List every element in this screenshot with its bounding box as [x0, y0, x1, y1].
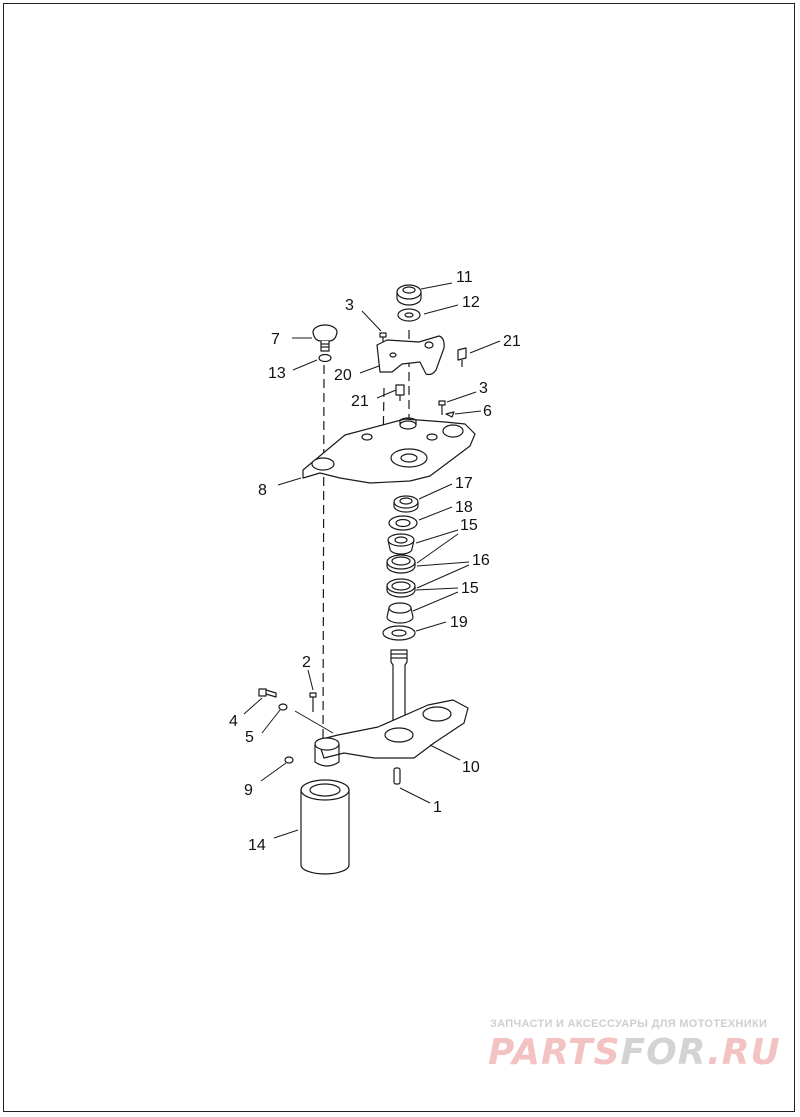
part-11-nut — [396, 284, 422, 306]
callout-19: 19 — [450, 614, 468, 631]
callout-1: 1 — [433, 799, 442, 816]
part-20-bracket — [376, 335, 445, 376]
part-17-nut — [393, 495, 419, 513]
callout-4: 4 — [229, 713, 238, 730]
part-2-screw — [309, 692, 317, 712]
callout-11: 11 — [456, 269, 473, 286]
part-7-knob — [312, 324, 338, 352]
leader-lines — [243, 282, 501, 839]
callout-21-lower: 21 — [351, 393, 369, 410]
watermark-logo-for: FOR — [620, 1032, 708, 1073]
callout-6: 6 — [483, 403, 492, 420]
watermark-logo: PARTSFOR.RU — [488, 1032, 793, 1073]
callout-14: 14 — [248, 837, 266, 854]
callout-8: 8 — [258, 482, 267, 499]
callout-9: 9 — [244, 782, 253, 799]
part-10-lower-bracket — [314, 649, 469, 767]
part-13-o-ring — [318, 353, 332, 363]
callout-labels: 11 12 3 7 21 13 20 21 3 6 8 17 18 15 16 … — [229, 269, 521, 854]
callout-2: 2 — [302, 654, 311, 671]
callout-5: 5 — [245, 729, 254, 746]
watermark-logo-ru: .RU — [707, 1032, 781, 1073]
watermark-logo-parts: PARTS — [488, 1032, 621, 1073]
alignment-line-left — [322, 364, 325, 746]
callout-3-upper: 3 — [345, 297, 354, 314]
part-18-seal — [388, 515, 418, 531]
part-4-bolt — [258, 688, 277, 698]
callout-18: 18 — [455, 499, 473, 516]
watermark-tagline: ЗАПЧАСТИ И АКСЕССУАРЫ ДЛЯ МОТОТЕХНИКИ — [490, 1018, 768, 1030]
callout-12: 12 — [462, 294, 480, 311]
part-21-clip-right — [457, 347, 467, 367]
callout-17: 17 — [455, 475, 473, 492]
part-21-clip-lower — [395, 384, 405, 401]
part-6-clip — [445, 411, 455, 418]
part-3-screw-lower — [438, 400, 446, 415]
part-15-bearing-lower — [386, 602, 414, 624]
part-8-upper-bracket — [302, 417, 476, 484]
part-15-bearing-upper — [387, 533, 415, 555]
part-16-race-lower — [386, 578, 416, 598]
callout-15-lower: 15 — [461, 580, 479, 597]
part-19-washer — [382, 625, 416, 641]
callout-13: 13 — [268, 365, 286, 382]
callout-20: 20 — [334, 367, 352, 384]
callout-3-lower: 3 — [479, 380, 488, 397]
callout-16: 16 — [472, 552, 490, 569]
part-1-pin — [393, 767, 401, 785]
part-16-race-upper — [386, 554, 416, 574]
part-5-washer — [278, 703, 288, 711]
callout-10: 10 — [462, 759, 480, 776]
part-12-washer — [397, 308, 421, 322]
callout-15-upper: 15 — [460, 517, 478, 534]
callout-21-right: 21 — [503, 333, 521, 350]
page-border — [3, 3, 795, 1112]
part-14-fork-tube — [300, 779, 350, 875]
part-9-nut — [284, 756, 294, 764]
callout-7: 7 — [271, 331, 280, 348]
